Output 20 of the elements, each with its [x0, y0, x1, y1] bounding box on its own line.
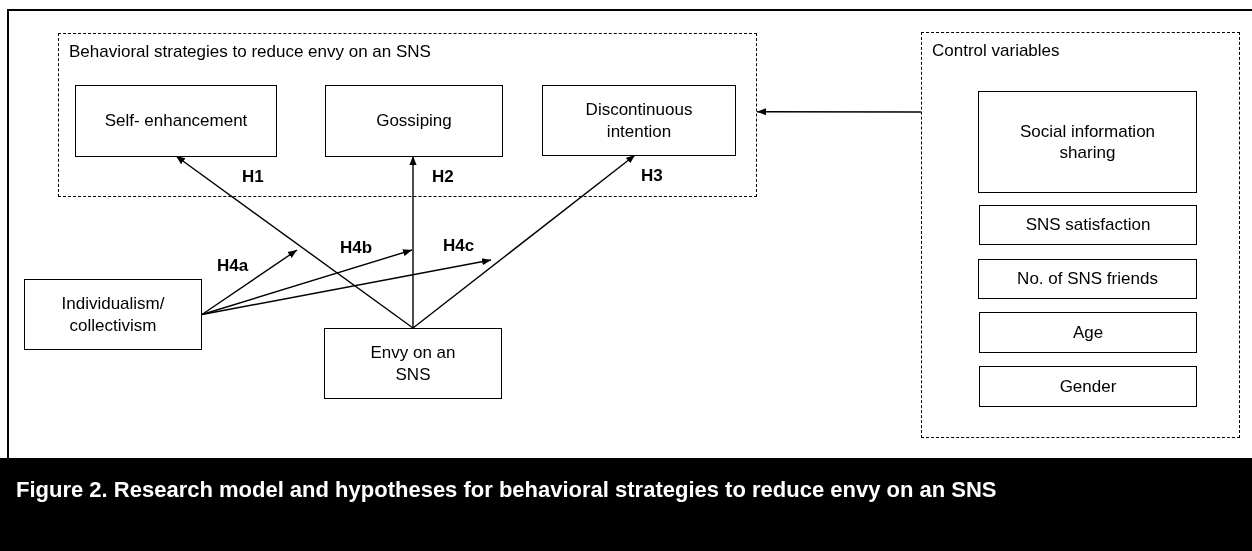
arrow: [201, 249, 298, 316]
variable-box: SNS satisfaction: [979, 205, 1197, 245]
variable-box: Gossiping: [325, 85, 503, 157]
variable-box: Envy on an SNS: [324, 328, 502, 399]
variable-box: Age: [979, 312, 1197, 353]
dashed-group-box: [921, 32, 1240, 438]
group-heading: Control variables: [932, 41, 1060, 61]
group-heading: Behavioral strategies to reduce envy on an SNS: [69, 42, 431, 62]
arrow: [175, 155, 414, 329]
variable-box: Gender: [979, 366, 1197, 407]
arrow: [201, 258, 492, 316]
variable-box: No. of SNS friends: [978, 259, 1197, 299]
variable-box: Individualism/ collectivism: [24, 279, 202, 350]
figure-caption: Figure 2. Research model and hypotheses for behavioral strategies to reduce envy on an SNS: [0, 458, 1252, 551]
variable-box: Social information sharing: [978, 91, 1197, 193]
variable-box: Self- enhancement: [75, 85, 277, 157]
arrow: [756, 108, 922, 116]
arrow: [409, 155, 417, 329]
dashed-group-box: [58, 33, 757, 197]
variable-box: Discontinuous intention: [542, 85, 736, 156]
